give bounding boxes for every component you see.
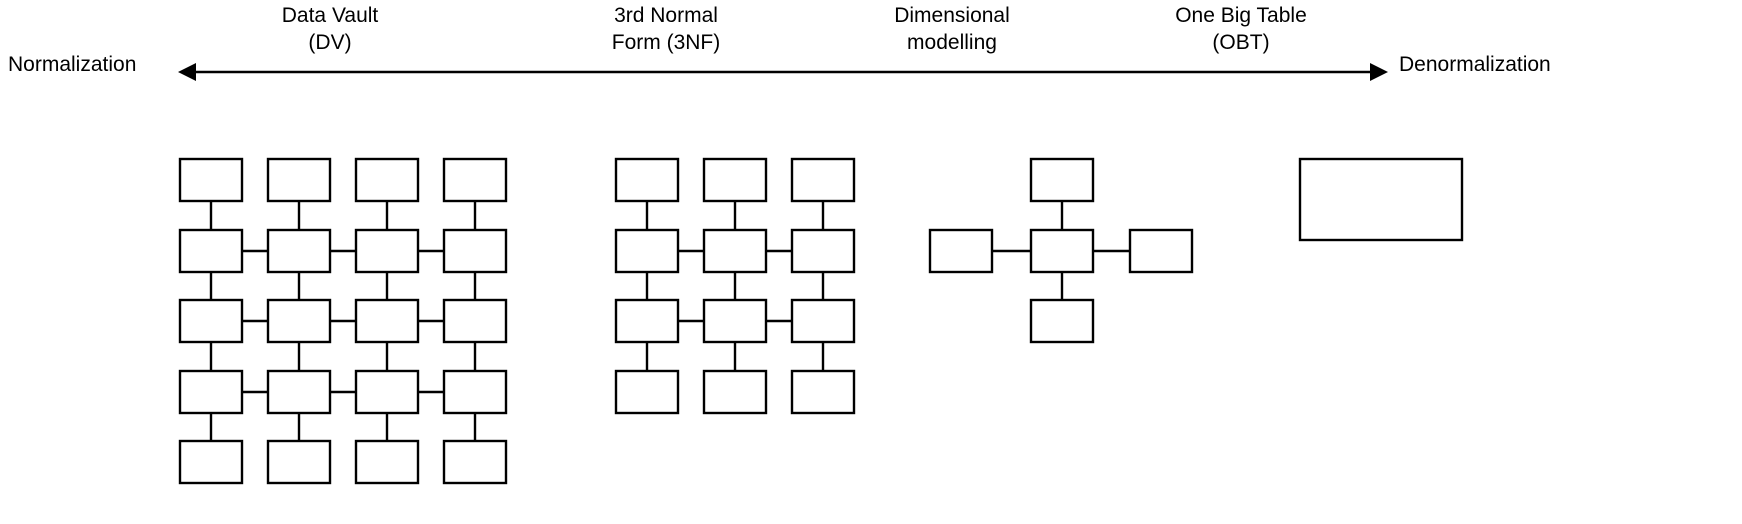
entity-box <box>266 369 332 415</box>
stage-label-one-big-table: One Big Table (OBT) <box>1091 2 1391 56</box>
entity-box <box>442 298 508 344</box>
entity-box <box>442 369 508 415</box>
entity-box <box>614 369 680 415</box>
entity-box <box>614 298 680 344</box>
arrow-head-left-icon <box>178 63 196 81</box>
stage-label-line-2: (OBT) <box>1212 31 1270 54</box>
entity-box <box>702 228 768 274</box>
entity-box <box>354 298 420 344</box>
normalization-label: Normalization <box>8 53 137 76</box>
one-big-table-box <box>1298 157 1464 242</box>
entity-box <box>442 228 508 274</box>
entity-box <box>354 157 420 203</box>
stage-label-line-2: Form (3NF) <box>611 31 721 54</box>
entity-box <box>178 228 244 274</box>
stage-label-line-1: 3rd Normal <box>614 4 718 27</box>
entity-box <box>442 157 508 203</box>
entity-box <box>178 369 244 415</box>
entity-box <box>354 439 420 485</box>
stage-label-line-2: (DV) <box>308 31 352 54</box>
entity-box <box>266 157 332 203</box>
model-group-third-normal-form <box>614 157 856 415</box>
entity-box <box>266 298 332 344</box>
model-group-one-big-table <box>1298 157 1464 242</box>
entity-box <box>266 439 332 485</box>
entity-box <box>354 369 420 415</box>
model-group-data-vault <box>178 157 508 485</box>
entity-box <box>614 228 680 274</box>
entity-box <box>178 298 244 344</box>
stage-label-line-1: Dimensional <box>894 4 1010 27</box>
dimension-box <box>928 228 994 274</box>
model-group-dimensional-modelling <box>928 157 1194 344</box>
stage-label-dimensional-modelling: Dimensional modelling <box>802 2 1102 56</box>
spectrum-arrow <box>178 63 1388 81</box>
entity-box <box>178 157 244 203</box>
entity-box <box>702 157 768 203</box>
entity-box <box>790 157 856 203</box>
stage-label-third-normal-form: 3rd Normal Form (3NF) <box>516 2 816 56</box>
dimension-box <box>1128 228 1194 274</box>
arrow-head-right-icon <box>1370 63 1388 81</box>
denormalization-label: Denormalization <box>1399 53 1551 76</box>
entity-box <box>790 228 856 274</box>
entity-box <box>702 298 768 344</box>
stage-label-data-vault: Data Vault (DV) <box>180 2 480 56</box>
entity-box <box>702 369 768 415</box>
entity-box <box>790 369 856 415</box>
stage-label-line-1: Data Vault <box>281 4 379 27</box>
entity-box <box>178 439 244 485</box>
entity-box <box>442 439 508 485</box>
stage-label-line-2: modelling <box>907 31 997 54</box>
dimension-box <box>1029 157 1095 203</box>
entity-box <box>790 298 856 344</box>
entity-box <box>614 157 680 203</box>
entity-box <box>266 228 332 274</box>
dimension-box <box>1029 298 1095 344</box>
stage-label-line-1: One Big Table <box>1175 4 1307 27</box>
entity-box <box>354 228 420 274</box>
fact-box <box>1029 228 1095 274</box>
